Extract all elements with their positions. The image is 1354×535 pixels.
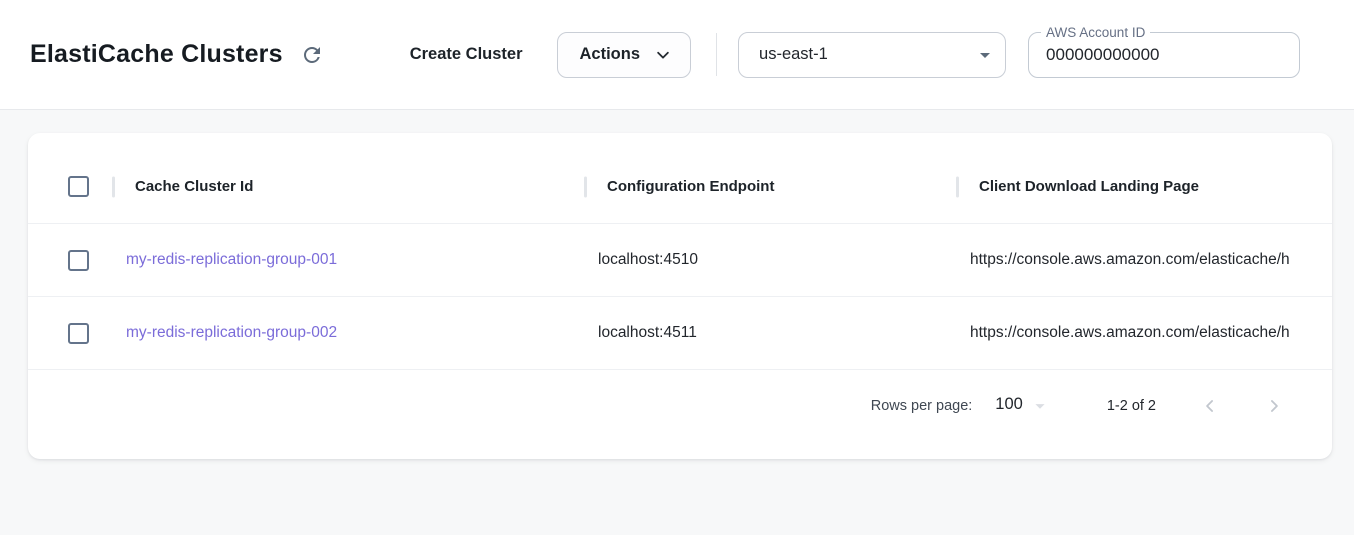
chevron-left-icon — [1200, 396, 1220, 416]
dropdown-arrow-icon — [1029, 395, 1051, 417]
aws-account-id-input[interactable] — [1046, 44, 1247, 65]
table-row: my-redis-replication-group-002 localhost… — [28, 297, 1332, 370]
configuration-endpoint-value: localhost:4511 — [598, 324, 697, 341]
table-header-row: Cache Cluster Id Configuration Endpoint … — [28, 150, 1332, 224]
aws-account-id-field[interactable]: AWS Account ID — [1028, 22, 1301, 78]
page-title: ElastiCache Clusters — [30, 40, 283, 68]
landing-page-value: https://console.aws.amazon.com/elasticac… — [970, 324, 1290, 341]
column-separator — [112, 176, 115, 197]
pagination-footer: Rows per page: 100 1-2 of 2 — [28, 370, 1332, 442]
dropdown-arrow-icon — [973, 43, 997, 67]
column-separator — [956, 176, 959, 197]
row-checkbox[interactable] — [68, 322, 89, 344]
table-row: my-redis-replication-group-001 localhost… — [28, 224, 1332, 297]
clusters-table-card: Cache Cluster Id Configuration Endpoint … — [28, 133, 1332, 459]
actions-button-label: Actions — [579, 45, 641, 63]
actions-button[interactable]: Actions — [556, 31, 692, 78]
landing-page-value: https://console.aws.amazon.com/elasticac… — [970, 251, 1290, 268]
chevron-right-icon — [1264, 396, 1284, 416]
configuration-endpoint-value: localhost:4510 — [598, 251, 698, 268]
create-cluster-button[interactable]: Create Cluster — [409, 45, 523, 63]
rows-per-page-select[interactable]: 100 — [995, 395, 1051, 417]
top-bar: ElastiCache Clusters Create Cluster Acti… — [0, 0, 1354, 110]
column-header-client-download-landing-page[interactable]: Client Download Landing Page — [956, 150, 1332, 223]
row-checkbox[interactable] — [68, 249, 89, 271]
cluster-id-link[interactable]: my-redis-replication-group-001 — [126, 251, 338, 268]
next-page-button[interactable] — [1258, 390, 1290, 422]
region-select-value: us-east-1 — [759, 45, 828, 63]
refresh-icon — [300, 43, 324, 67]
column-separator — [584, 176, 587, 197]
region-select[interactable]: us-east-1 — [738, 31, 1007, 78]
header-divider — [716, 33, 718, 76]
rows-per-page-value: 100 — [995, 395, 1023, 413]
refresh-button[interactable] — [296, 39, 328, 71]
cluster-id-link[interactable]: my-redis-replication-group-002 — [126, 324, 338, 341]
column-header-configuration-endpoint[interactable]: Configuration Endpoint — [584, 150, 956, 223]
rows-per-page-label: Rows per page: — [870, 398, 973, 414]
select-all-checkbox[interactable] — [68, 176, 89, 197]
column-header-cache-cluster-id[interactable]: Cache Cluster Id — [112, 150, 584, 223]
pagination-range-label: 1-2 of 2 — [1106, 398, 1156, 414]
aws-account-id-label: AWS Account ID — [1041, 22, 1151, 43]
previous-page-button[interactable] — [1194, 390, 1226, 422]
chevron-down-icon — [654, 46, 672, 64]
